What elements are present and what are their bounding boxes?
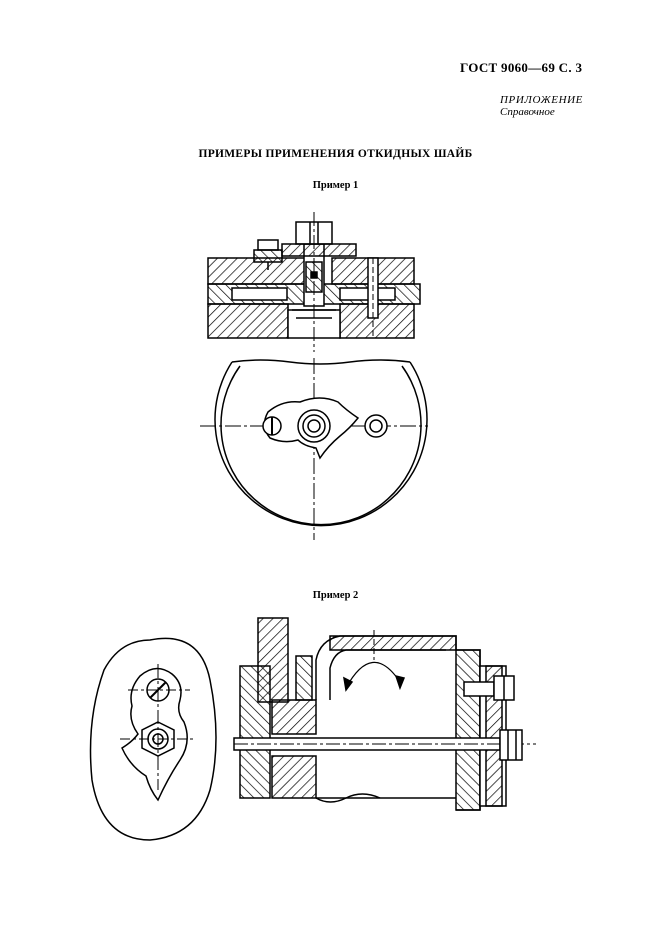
example-1-plan-view [200,358,428,540]
page-header: ГОСТ 9060—69 С. 3 [460,60,583,75]
appendix-note: ПРИЛОЖЕНИЕ Справочное [500,94,620,118]
example-1-label: Пример 1 [312,180,359,191]
appendix-subtitle: Справочное [500,106,555,118]
appendix-title: ПРИЛОЖЕНИЕ [500,94,583,106]
page-title: ПРИМЕРЫ ПРИМЕНЕНИЯ ОТКИДНЫХ ШАЙБ [198,148,473,160]
example-2-plan-view [89,637,217,841]
example-2-section-view [233,617,536,811]
example-2-label: Пример 2 [312,590,359,601]
example-1-section-view [207,212,421,352]
